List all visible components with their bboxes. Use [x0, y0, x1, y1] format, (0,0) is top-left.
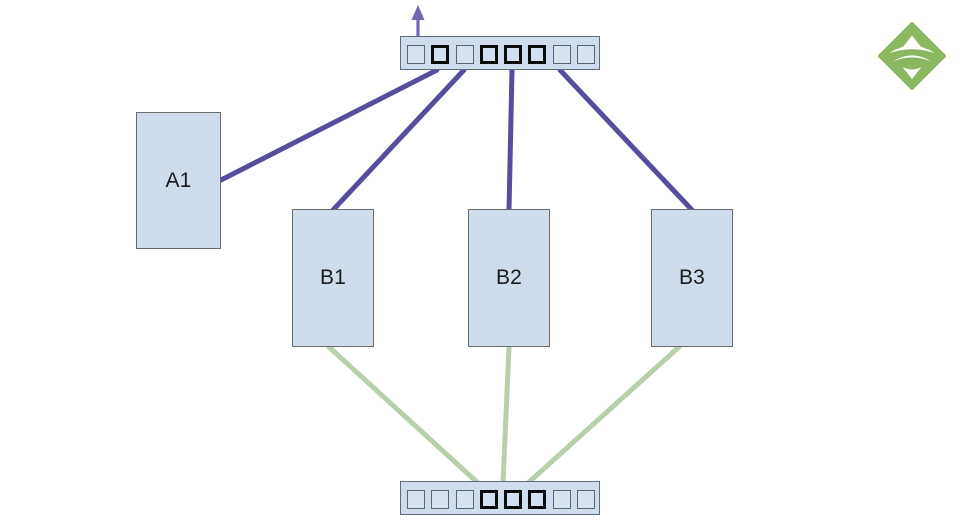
- bottom-spectrum-bar[interactable]: [400, 481, 600, 515]
- node-a1[interactable]: A1: [136, 112, 221, 249]
- node-b3-label: B3: [678, 266, 706, 289]
- logo-signal-waves: [888, 35, 936, 80]
- top-spectrum-bar-cell-4-active[interactable]: [479, 44, 498, 64]
- uplink-arrow-head: [411, 5, 425, 20]
- edge-b3-top-bar: [557, 67, 695, 213]
- top-spectrum-bar-cell-5-active[interactable]: [504, 44, 523, 64]
- bottom-spectrum-bar-cell-1-inactive[interactable]: [407, 489, 425, 509]
- bottom-spectrum-bar-cell-2-inactive[interactable]: [431, 489, 450, 509]
- bottom-spectrum-bar-cell-6-active[interactable]: [528, 489, 547, 509]
- node-a1-label: A1: [165, 168, 192, 192]
- top-spectrum-bar-cell-7-inactive[interactable]: [552, 44, 571, 64]
- bottom-spectrum-bar-cell-8-inactive[interactable]: [577, 489, 595, 509]
- top-spectrum-bar-cell-3-inactive[interactable]: [455, 44, 474, 64]
- edge-b2-top-bar: [506, 67, 515, 213]
- edge-b2-bottom-bar: [500, 344, 512, 486]
- node-b3[interactable]: B3: [651, 209, 733, 347]
- node-b1-label: B1: [319, 266, 347, 289]
- edge-b1-top-bar: [330, 67, 467, 213]
- upper-edges: [218, 67, 695, 213]
- bottom-spectrum-bar-cell-5-active[interactable]: [504, 489, 523, 509]
- lower-edges: [326, 344, 682, 486]
- bottom-spectrum-bar-cell-3-inactive[interactable]: [455, 489, 474, 509]
- edge-b1-bottom-bar: [326, 344, 481, 486]
- bottom-spectrum-bar-cell-7-inactive[interactable]: [552, 489, 571, 509]
- edge-b3-bottom-bar: [525, 344, 682, 486]
- node-b2-label: B2: [495, 266, 523, 289]
- bottom-spectrum-bar-cell-4-active[interactable]: [479, 489, 498, 509]
- top-spectrum-bar-cell-1-inactive[interactable]: [407, 44, 425, 64]
- top-spectrum-bar-cell-6-active[interactable]: [528, 44, 547, 64]
- top-spectrum-bar-cell-2-active[interactable]: [431, 44, 450, 64]
- green-diamond-signal-logo: [878, 22, 946, 90]
- node-b1[interactable]: B1: [292, 209, 374, 347]
- top-spectrum-bar-cell-8-inactive[interactable]: [577, 44, 595, 64]
- edge-a1-top-bar: [218, 67, 440, 183]
- node-b2[interactable]: B2: [468, 209, 550, 347]
- top-spectrum-bar[interactable]: [400, 36, 600, 70]
